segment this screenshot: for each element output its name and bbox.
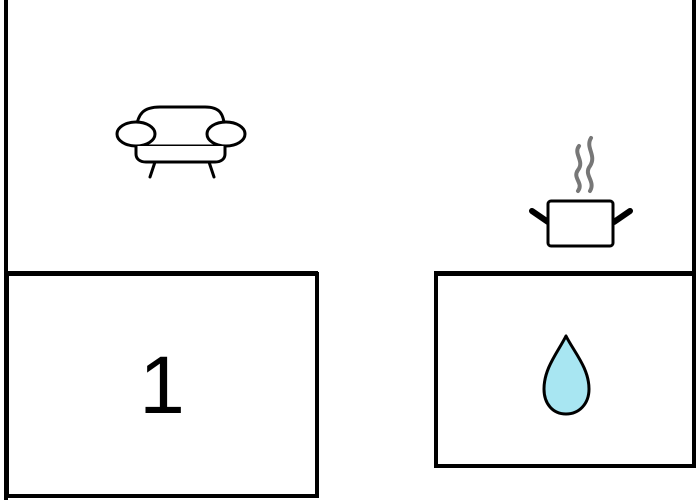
- cooking-pot-icon: [529, 136, 633, 248]
- steam-line-right: [585, 136, 595, 193]
- bedroom-number: 1: [139, 340, 185, 431]
- water-drop-icon: [542, 334, 591, 416]
- steam-line-left: [574, 144, 583, 193]
- pot-handle-left: [529, 208, 551, 225]
- sofa-icon: [115, 105, 247, 179]
- pot-handle-right: [611, 208, 633, 225]
- bedroom-room: [5, 272, 319, 498]
- pot-body: [546, 199, 615, 248]
